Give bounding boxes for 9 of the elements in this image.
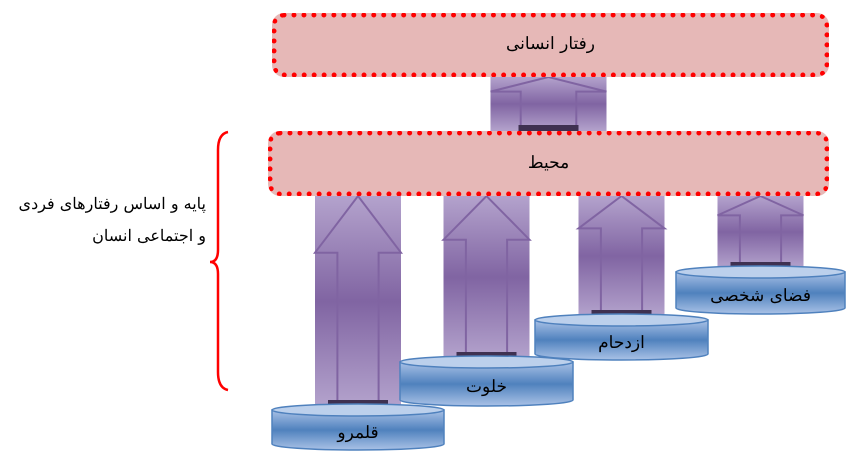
cylinder-label: فضای شخصی: [710, 285, 811, 308]
box-label: محیط: [528, 152, 570, 175]
note-text: پایه و اساس رفتارهای فردی و اجتماعی انسان: [18, 193, 206, 247]
dotted-box: [272, 13, 829, 77]
dotted-box: [268, 131, 829, 196]
box-label: رفتار انسانی: [506, 33, 595, 56]
cylinder-label: ازدحام: [598, 332, 645, 356]
cylinder-label: قلمرو: [337, 422, 379, 446]
cylinder-label: خلوت: [466, 376, 507, 400]
